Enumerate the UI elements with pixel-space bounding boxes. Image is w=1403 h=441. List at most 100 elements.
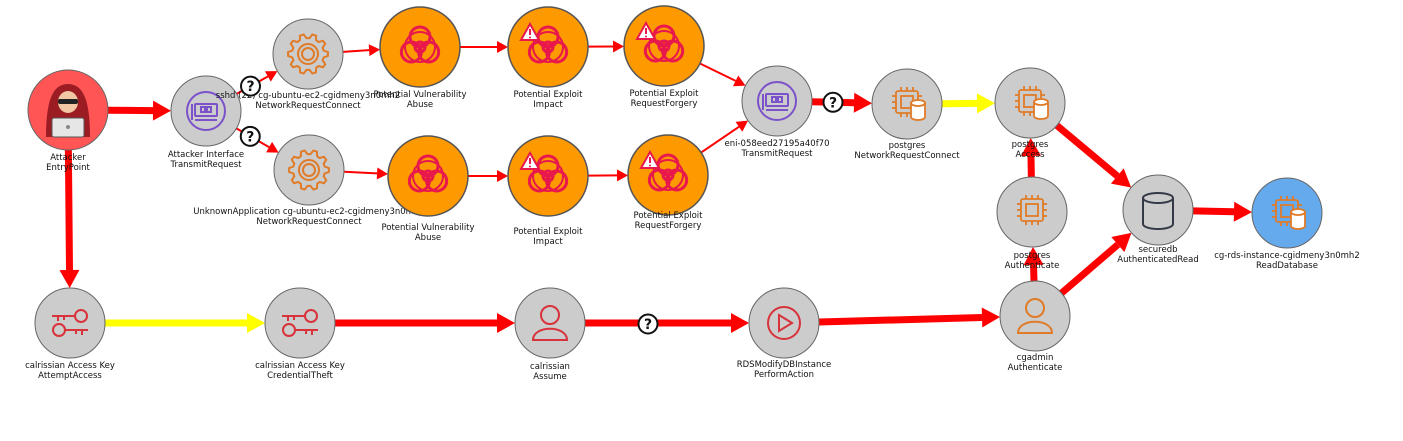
edge-vuln2-to-impact2 — [468, 170, 508, 182]
edge-arrowhead — [853, 92, 873, 113]
edge-line — [818, 313, 983, 326]
edge-vuln1-to-impact1 — [460, 41, 508, 53]
chip-database-icon — [892, 87, 926, 121]
biohazard-warning-icon — [635, 20, 685, 63]
node-label-line: CredentialTheft — [267, 371, 333, 381]
edge-arrowhead — [735, 120, 749, 132]
unknown-question-icon[interactable]: ? — [240, 75, 262, 97]
node-label-line: UnknownApplication cg-ubuntu-ec2-cgidmen… — [193, 207, 425, 217]
unknown-marker-label: ? — [246, 79, 254, 95]
hacker-icon — [46, 84, 90, 138]
edge-assume-to-rds_modify — [585, 313, 749, 333]
node-label-line: Potential Vulnerability — [373, 90, 466, 100]
node-label-line: NetworkRequestConnect — [255, 101, 361, 111]
unknown-question-icon[interactable]: ? — [239, 125, 261, 147]
edge-arrowhead — [612, 40, 625, 53]
node-label-line: calrissian — [530, 362, 570, 372]
edge-arrowhead — [266, 141, 279, 153]
edge-key_theft-to-assume — [335, 313, 515, 333]
node-label-line: Abuse — [407, 100, 433, 110]
node-circle — [273, 134, 345, 206]
unknown-marker-label: ? — [246, 129, 254, 145]
node-unknown_app[interactable]: UnknownApplication cg-ubuntu-ec2-cgidmen… — [193, 134, 425, 227]
node-label-line: Potential Exploit — [514, 227, 584, 237]
node-label-line: NetworkRequestConnect — [854, 151, 960, 161]
biohazard-warning-icon — [639, 149, 689, 192]
unknown-question-icon[interactable]: ? — [822, 91, 844, 113]
node-label-line: RequestForgery — [635, 221, 702, 231]
node-sshd[interactable]: sshd (22) cg-ubuntu-ec2-cgidmeny3n0mh2Ne… — [216, 18, 400, 111]
edge-line — [343, 170, 378, 175]
node-label-line: Attacker Interface — [168, 150, 244, 160]
node-label-line: Assume — [533, 372, 567, 382]
node-label-line: Authenticate — [1008, 363, 1063, 373]
unknown-question-icon[interactable]: ? — [637, 313, 659, 335]
edge-arrowhead — [368, 44, 381, 57]
node-label-line: securedb — [1138, 245, 1177, 255]
node-label-line: EntryPoint — [46, 163, 90, 173]
edge-impact2-to-forgery2 — [587, 169, 629, 182]
node-label-line: Potential Exploit — [634, 211, 704, 221]
node-circle — [264, 287, 336, 359]
node-circle — [996, 176, 1068, 248]
database-icon — [1142, 192, 1174, 230]
edge-pg_connect-to-pg_access — [941, 93, 996, 114]
node-label-line: sshd (22) cg-ubuntu-ec2-cgidmeny3n0mh2 — [216, 91, 400, 101]
node-label-line: TransmitRequest — [170, 160, 243, 170]
node-circle — [748, 287, 820, 359]
edge-rds_modify-to-cgadmin — [818, 307, 1001, 328]
edge-arrowhead — [59, 269, 80, 289]
node-circle — [272, 18, 344, 90]
node-label-line: TransmitRequest — [741, 149, 814, 159]
edge-arrowhead — [1023, 246, 1044, 266]
edge-line — [342, 49, 370, 53]
edge-arrowhead — [1233, 201, 1253, 222]
node-label-line: postgres — [889, 141, 926, 151]
gear-icon — [287, 33, 329, 75]
node-label-line: Potential Exploit — [514, 90, 584, 100]
edge-line — [700, 126, 740, 154]
network-interface-icon — [186, 91, 226, 131]
edge-line — [1192, 207, 1235, 216]
node-label-line: PerformAction — [754, 370, 814, 380]
node-rds_instance[interactable]: cg-rds-instance-cgidmeny3n0mh2ReadDataba… — [1214, 177, 1360, 271]
biohazard-warning-icon — [519, 21, 569, 64]
node-label-line: Potential Exploit — [630, 89, 700, 99]
edge-arrowhead — [247, 313, 265, 333]
edge-forgery2-to-eni — [700, 120, 749, 154]
edge-arrowhead — [616, 169, 629, 182]
node-circle — [994, 67, 1066, 139]
edge-arrowhead — [1020, 137, 1041, 157]
edge-arrowhead — [497, 41, 508, 53]
edge-attacker-to-attacker_iface — [107, 100, 172, 121]
keys-icon — [52, 309, 88, 337]
node-label-line: ReadDatabase — [1256, 261, 1318, 271]
node-label-line: AuthenticatedRead — [1117, 255, 1198, 265]
node-label-line: RequestForgery — [631, 99, 698, 109]
user-icon — [531, 305, 569, 341]
edge-line — [699, 62, 737, 82]
node-label-line: Potential Vulnerability — [381, 223, 474, 233]
unknown-marker-label: ? — [829, 95, 837, 111]
node-label-line: calrissian Access Key — [25, 361, 115, 371]
edge-line — [1054, 122, 1120, 179]
edge-arrowhead — [1111, 232, 1132, 253]
